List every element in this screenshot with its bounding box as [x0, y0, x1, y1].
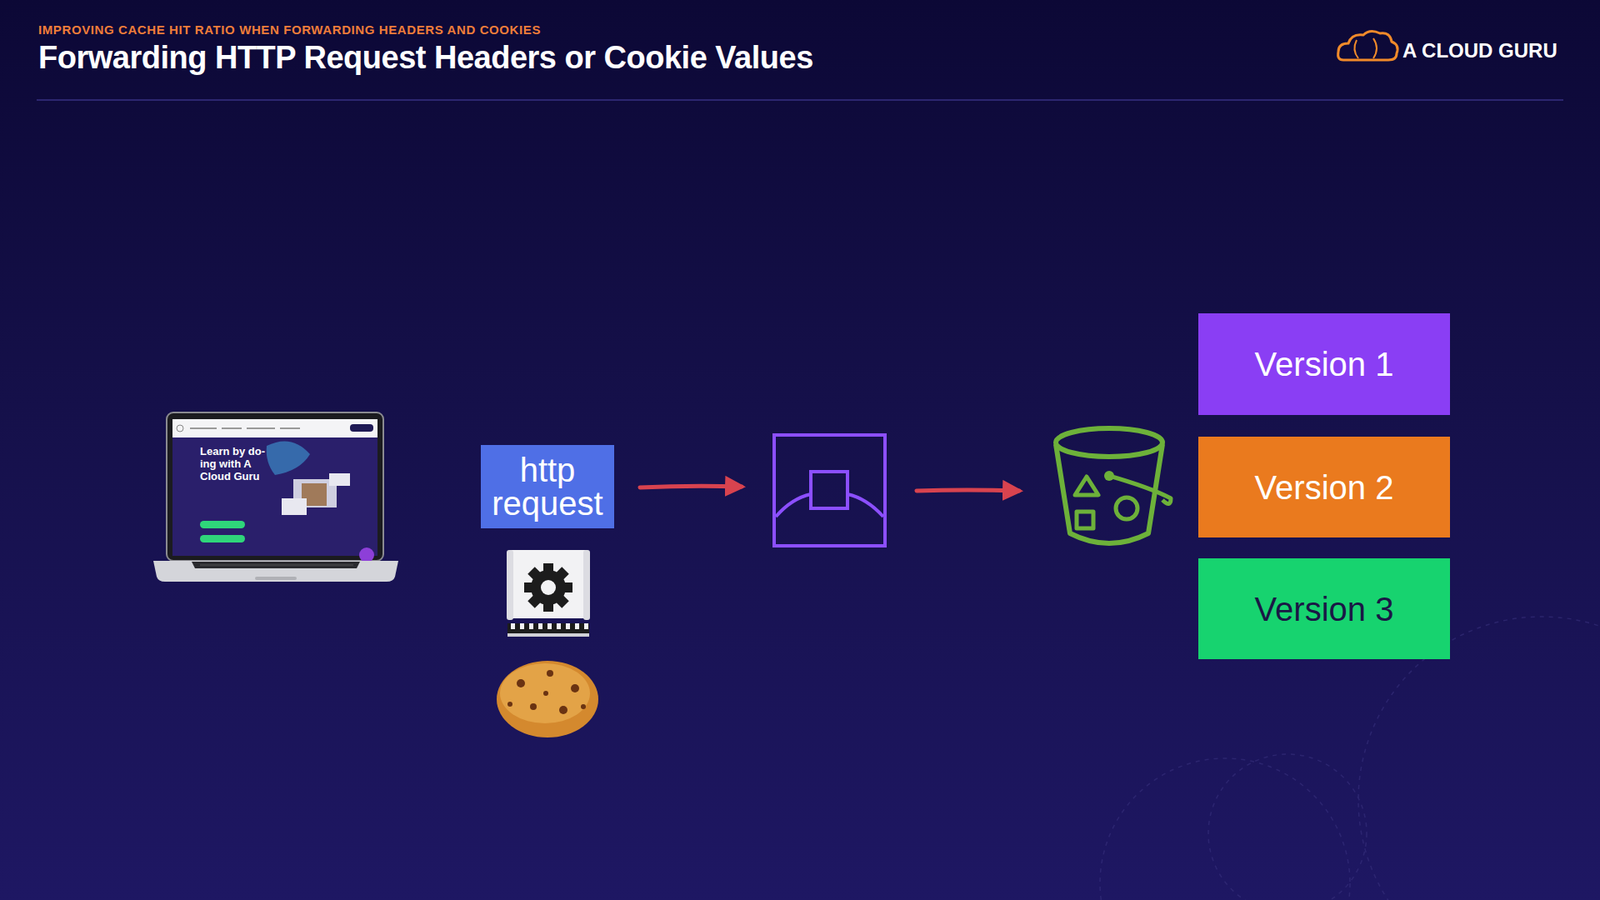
slide-title: Forwarding HTTP Request Headers or Cooki…: [38, 40, 814, 76]
box-label: Version 3: [1255, 592, 1395, 626]
origin-arrow: [916, 490, 1020, 491]
header-rule: [36, 99, 1564, 101]
box-label: Version 1: [1255, 347, 1395, 381]
decor-circles: [1100, 616, 1600, 900]
request-arrow: [640, 485, 742, 488]
s3-bucket-icon: [1055, 428, 1171, 544]
screen-headline: Learn by do- ing with A Cloud Guru: [200, 445, 270, 484]
headers-icon: [506, 550, 590, 637]
version-box: Version 3: [1198, 558, 1450, 660]
logo-text: A CLOUD GURU: [1402, 39, 1558, 63]
box-label: Version 2: [1255, 470, 1395, 505]
version-box: Version 2: [1198, 436, 1450, 538]
laptop: [153, 412, 399, 582]
version-box: Version 1: [1198, 313, 1450, 415]
section-subtitle: IMPROVING CACHE HIT RATIO WHEN FORWARDIN…: [38, 22, 541, 37]
box-label: http request: [487, 453, 608, 520]
cloudfront-icon: [774, 435, 885, 546]
request-box: http request: [480, 445, 615, 529]
logo-icon: [1338, 30, 1399, 60]
cookie: [496, 660, 599, 738]
